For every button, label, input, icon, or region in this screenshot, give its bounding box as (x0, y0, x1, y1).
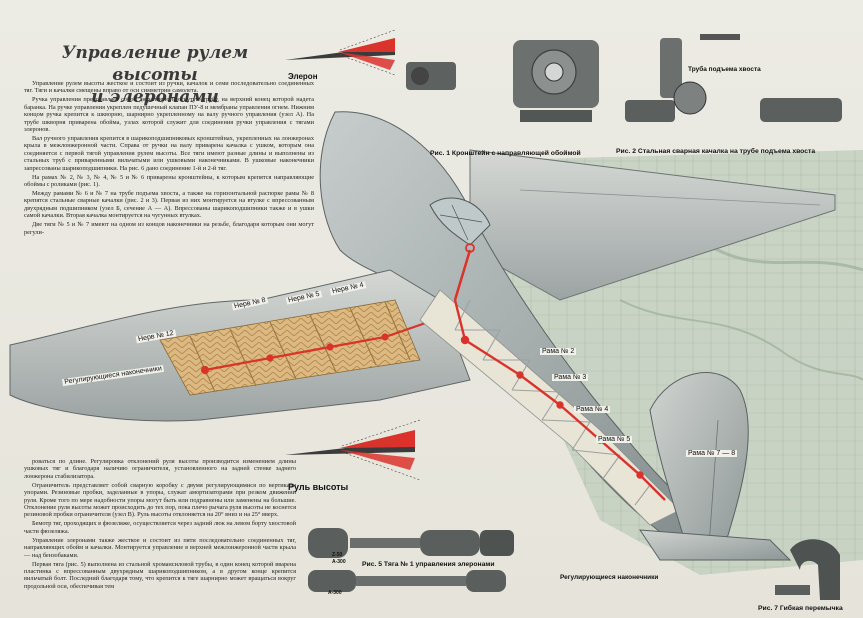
fig1-parts (406, 40, 599, 122)
adjusting-tips-label: Регулирующиеся наконечники (560, 574, 659, 581)
aileron-label: Элерон (288, 72, 318, 81)
title-line-1: Управление рулем высоты (61, 43, 249, 85)
paragraph: На рамах № 2, № 3, № 4, № 5 и № 6 привар… (24, 173, 314, 189)
fig7-caption: Рис. 7 Гибкая перемычка (758, 605, 843, 612)
paragraph: Управление элеронами также жесткое и сос… (24, 536, 296, 559)
paragraph: роваться по длине. Регулировка отклонени… (24, 458, 296, 480)
paragraph: Управление рулем высоты жесткое и состои… (24, 80, 314, 95)
title-line-2: и элеронами (91, 87, 219, 107)
dim-label: Z-50 (332, 552, 343, 558)
dim-label: A-300 (332, 559, 346, 565)
paragraph: Вал ручного управления крепится в шарико… (24, 135, 314, 172)
fig1-caption: Рис. 1 Кронштейн с направляющей обоймой (430, 150, 581, 157)
fig5-parts (308, 528, 514, 592)
frame-label: Рама № 7 — 8 (686, 450, 738, 457)
frame-label: Рама № 5 (596, 436, 633, 443)
elevator-label: Руль высоты (288, 482, 349, 492)
fig2-caption: Рис. 2 Стальная сварная качалка на трубе… (616, 148, 816, 155)
frame-label: Рама № 2 (540, 348, 577, 355)
paragraph: Первая тяга (рис. 5) выполнена из стальн… (24, 560, 296, 590)
fig5-caption: Рис. 5 Тяга № 1 управления элеронами (362, 561, 495, 568)
fig2-parts (625, 34, 842, 122)
tail-tube-label: Труба подъема хвоста (688, 66, 761, 73)
article-title: Управление рулем высоты и элеронами (40, 42, 270, 108)
paragraph: Бемотр тяг, проходящих в фюзеляже, осуще… (24, 520, 296, 535)
paragraph: Две тяги № 5 и № 7 имеют на одном из кон… (24, 221, 314, 236)
paragraph: Ручка управления представляет собой дюра… (24, 96, 314, 134)
paragraph: Ограничитель представляет собой сварную … (24, 481, 296, 519)
frame-label: Рама № 3 (552, 374, 589, 381)
article-body-upper: Управление рулем высоты жесткое и состои… (24, 80, 314, 238)
dim-label: A-300 (328, 590, 342, 596)
frame-label: Рама № 4 (574, 406, 611, 413)
paragraph: Между рамами № 6 и № 7 на трубе подъема … (24, 190, 314, 220)
article-body-lower: роваться по длине. Регулировка отклонени… (24, 458, 296, 592)
